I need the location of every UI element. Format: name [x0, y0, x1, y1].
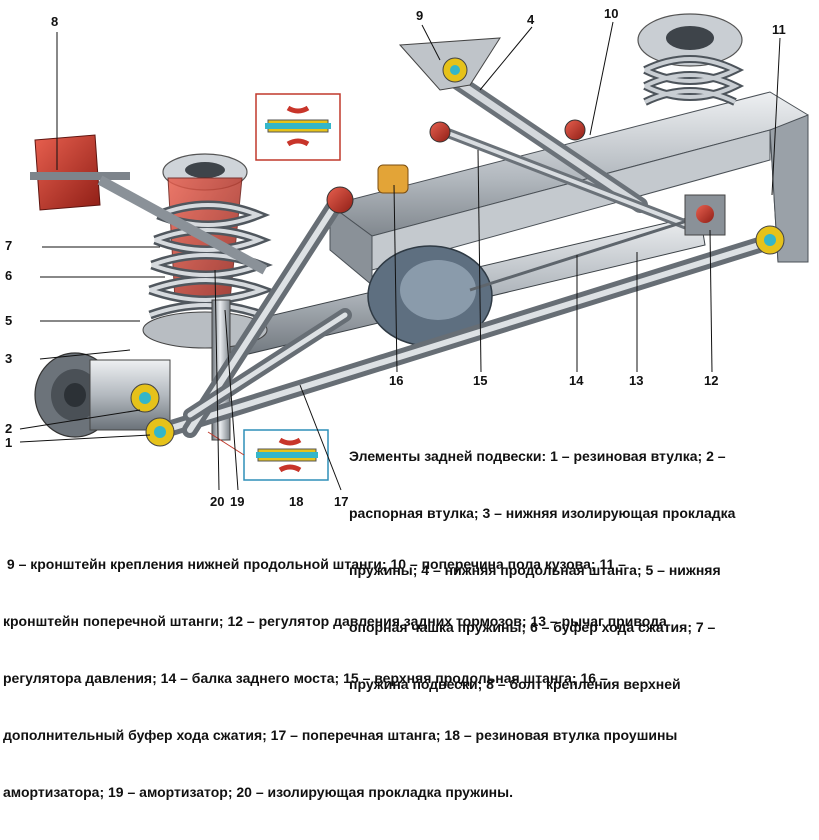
callout-13: 13	[629, 373, 644, 388]
callout-9: 9	[416, 8, 424, 23]
callout-1: 1	[5, 435, 13, 450]
caption-line: регулятора давления; 14 – балка заднего …	[3, 670, 608, 686]
callout-6: 6	[5, 268, 13, 283]
suspension-illustration	[19, 13, 809, 491]
callout-7: 7	[5, 238, 13, 253]
caption-line: Элементы задней подвески: 1 – резиновая …	[349, 448, 726, 464]
caption-line: дополнительный буфер хода сжатия; 17 – п…	[3, 727, 678, 743]
callout-19: 19	[230, 494, 245, 509]
callout-leaders	[19, 21, 781, 491]
caption-line: распорная втулка; 3 – нижняя изолирующая…	[349, 505, 736, 521]
callout-5: 5	[5, 313, 13, 328]
callout-11: 11	[772, 22, 786, 37]
caption-line: пружины; 4 – нижняя продольная штанга; 5…	[349, 562, 721, 578]
callout-12: 12	[704, 373, 719, 388]
wheel-hub	[34, 352, 171, 438]
callout-20: 20	[210, 494, 225, 509]
callout-15: 15	[473, 373, 488, 388]
callout-8: 8	[51, 14, 59, 29]
callout-17: 17	[334, 494, 349, 509]
caption-line: 9 – кронштейн крепления нижней продольно…	[3, 556, 626, 572]
callout-4: 4	[527, 12, 535, 27]
callout-16: 16	[389, 373, 404, 388]
rod-bushings	[130, 37, 785, 447]
upper-bolt-bracket	[30, 134, 268, 275]
detail-inset-top	[255, 93, 341, 161]
rear-suspension-diagram: 8 9 4 10 11 7 6 5 3 2 1 16 15 14 13 12 1…	[3, 6, 809, 800]
callout-3: 3	[5, 351, 13, 366]
caption-legend-part2: 9 – кронштейн крепления нижней продольно…	[3, 517, 815, 840]
right-spring	[637, 13, 745, 106]
caption-line: амортизатора; 19 – амортизатор; 20 – изо…	[3, 784, 513, 800]
callout-2: 2	[5, 421, 13, 436]
callout-14: 14	[569, 373, 584, 388]
callout-10: 10	[604, 6, 619, 21]
detail-inset-bottom	[207, 429, 329, 481]
callout-18: 18	[289, 494, 304, 509]
suspension-rods	[157, 62, 783, 438]
